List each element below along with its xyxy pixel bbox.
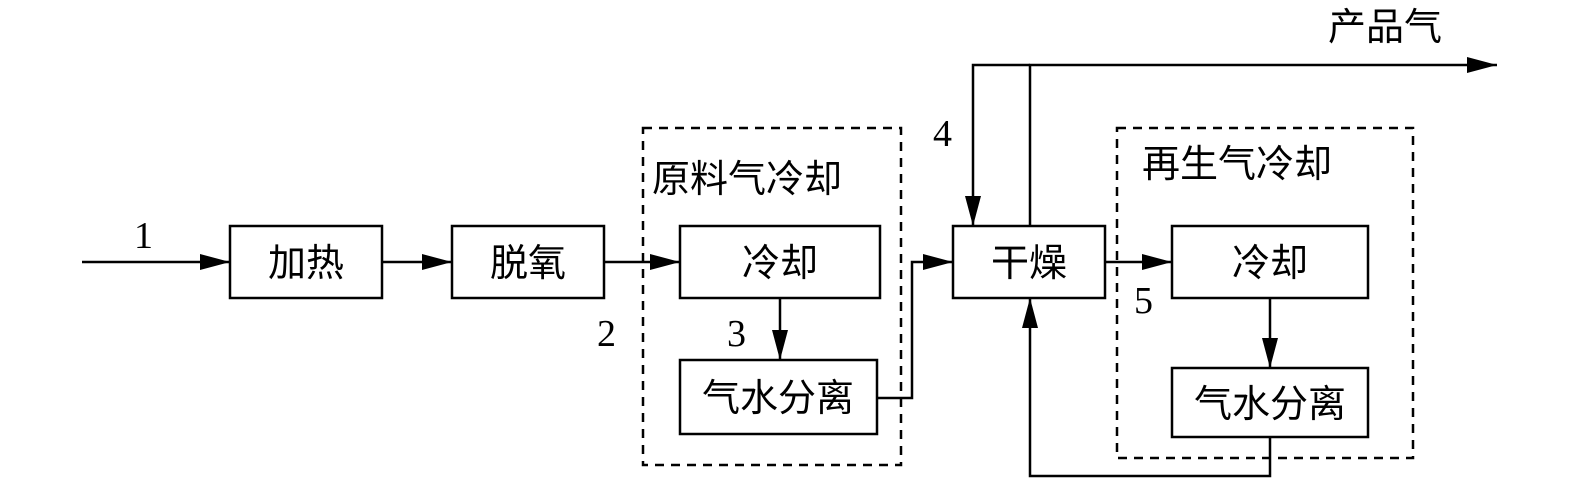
- stream-4-line: [965, 63, 1030, 226]
- stream-number-5: 5: [1134, 280, 1153, 322]
- stream-number-1: 1: [134, 215, 153, 257]
- feed-separator-label: 气水分离: [702, 376, 854, 420]
- feed-gas-cooling-group: [641, 126, 903, 467]
- feed-gas-cooling-label: 原料气冷却: [652, 157, 842, 201]
- heat-label: 加热: [268, 241, 344, 285]
- regen-return-line: [1022, 298, 1272, 478]
- stream-number-3: 3: [727, 313, 746, 355]
- dryer-label: 干燥: [991, 241, 1067, 285]
- regen-cool-box: [1170, 224, 1370, 300]
- regen-separator-label: 气水分离: [1194, 382, 1346, 426]
- deoxy-box: [450, 224, 606, 300]
- deoxy-label: 脱氧: [490, 241, 566, 285]
- feed-cool-box: [678, 224, 882, 300]
- feed-separator-box: [678, 358, 879, 436]
- product-gas-label: 产品气: [1328, 5, 1442, 49]
- regen-gas-cooling-label: 再生气冷却: [1142, 142, 1332, 186]
- heat-box: [228, 224, 384, 300]
- sep-to-dryer-line: [877, 254, 953, 400]
- stream-number-4: 4: [933, 113, 952, 155]
- regen-cool-label: 冷却: [1232, 241, 1308, 285]
- regen-separator-box: [1170, 366, 1370, 439]
- feed-cool-label: 冷却: [742, 241, 818, 285]
- stream-number-2: 2: [597, 313, 616, 355]
- dryer-box: [951, 224, 1107, 300]
- regen-gas-cooling-group: [1115, 126, 1415, 460]
